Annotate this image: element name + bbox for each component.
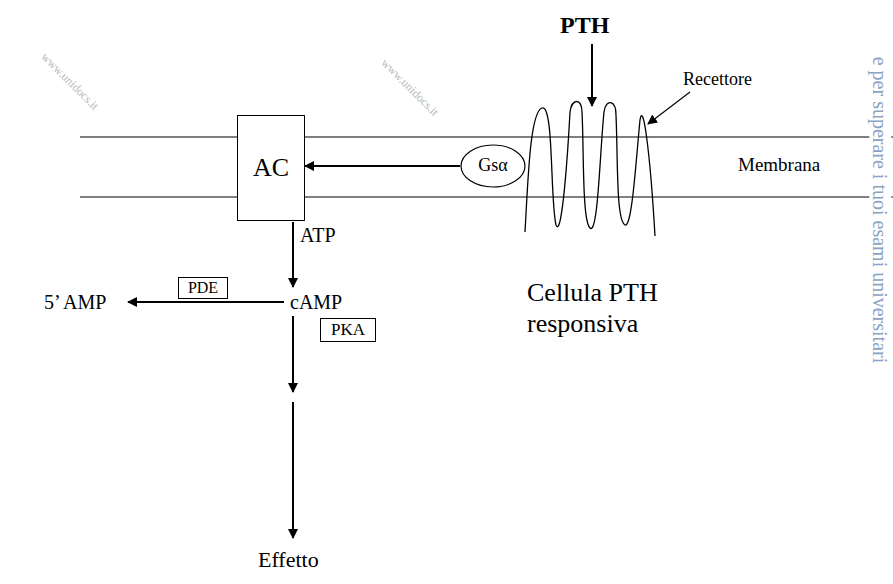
watermark: www.unidocs.it (379, 57, 442, 120)
receptor-symbol (525, 102, 655, 237)
reaction-arrow (292, 222, 294, 287)
watermark: e per superare i tuoi esami universitari (869, 55, 891, 366)
membrane-line (80, 137, 893, 138)
signal-arrow (292, 402, 294, 538)
molecule-label: cAMP (288, 291, 344, 313)
activation-arrow (305, 165, 460, 167)
node-text: PDE (188, 279, 218, 297)
membrane-line (80, 197, 893, 198)
node-text: PKA (331, 321, 365, 340)
watermark: www.unidocs.it (39, 51, 102, 114)
signal-arrow (292, 316, 294, 392)
cell-label: Cellula PTH responsiva (527, 277, 697, 339)
enzyme-box: PDE (178, 277, 228, 299)
enzyme-box: AC (237, 115, 305, 221)
g-protein-ellipse: Gsα (460, 144, 526, 188)
part-label: Recettore (683, 70, 752, 90)
effect-label: Effetto (258, 548, 319, 572)
hormone-label: PTH (560, 12, 609, 38)
part-label: Membrana (738, 155, 820, 176)
enzyme-box: PKA (320, 318, 376, 342)
molecule-label: ATP (300, 224, 336, 246)
leader-arrow (648, 92, 690, 124)
node-text: Gsα (478, 156, 507, 176)
reaction-arrow (128, 301, 284, 303)
hormone-arrow (591, 44, 593, 106)
node-text: AC (253, 154, 289, 183)
molecule-label: 5’ AMP (44, 291, 106, 313)
